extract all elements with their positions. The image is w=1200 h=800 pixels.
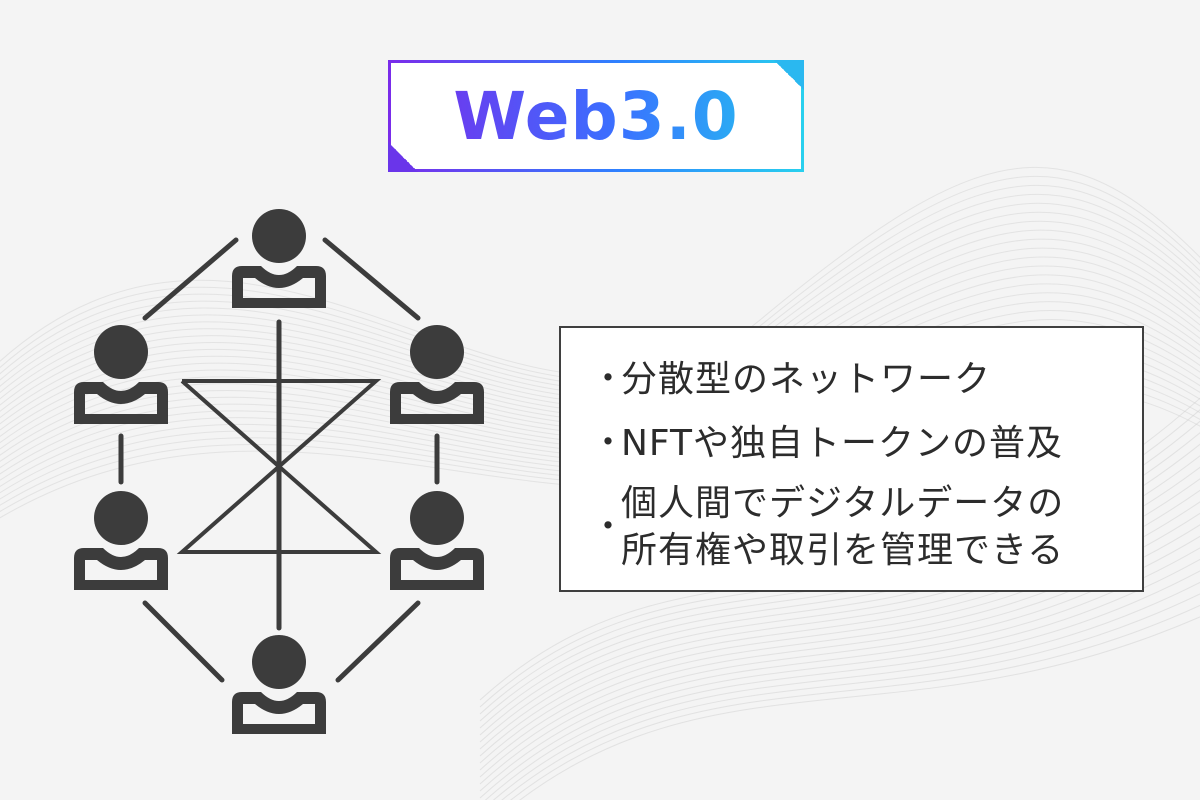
feature-text: 分散型のネットワーク xyxy=(621,359,992,400)
hourglass-shape xyxy=(176,379,382,554)
feature-item: ・ 個人間でデジタルデータの所有権や取引を管理できる xyxy=(591,480,1101,574)
feature-text: 個人間でデジタルデータの所有権や取引を管理できる xyxy=(621,483,1065,571)
background-wave-line xyxy=(519,616,1200,800)
background-wave-line xyxy=(485,570,1200,800)
person-node-upper-left-icon xyxy=(74,325,168,424)
page-title: Web3.0 xyxy=(391,63,801,169)
person-head xyxy=(410,491,464,545)
link-lower-left-bottom xyxy=(142,600,225,683)
network-links xyxy=(118,237,440,683)
background-wave-line xyxy=(510,604,1200,800)
background-wave-line xyxy=(479,547,1200,792)
hourglass-links xyxy=(176,379,382,554)
feature-list-box: ・ 分散型のネットワーク ・ NFTや独自トークンの普及 ・ 個人間でデジタルデ… xyxy=(559,326,1144,592)
person-head xyxy=(94,325,148,379)
feature-item: ・ 分散型のネットワーク xyxy=(591,356,991,403)
link-lower-right-bottom xyxy=(335,600,421,683)
person-body xyxy=(74,382,168,424)
person-body xyxy=(390,382,484,424)
person-body xyxy=(232,266,326,308)
person-body xyxy=(390,548,484,590)
background-wave-line xyxy=(493,581,1200,800)
background-wave-line xyxy=(501,593,1200,800)
bullet-icon: ・ xyxy=(591,359,626,399)
title-box: Web3.0 xyxy=(388,60,804,172)
person-body xyxy=(232,692,326,734)
title-corner-top-right xyxy=(774,60,804,90)
person-node-top-icon xyxy=(232,209,326,308)
person-head xyxy=(252,635,306,689)
background-wave-line xyxy=(479,535,1200,785)
person-nodes xyxy=(74,209,484,734)
person-head xyxy=(94,491,148,545)
title-corner-bottom-left xyxy=(388,142,418,172)
person-head xyxy=(252,209,306,263)
bullet-icon: ・ xyxy=(591,506,626,547)
background-wave-line xyxy=(479,558,1200,799)
person-head xyxy=(410,325,464,379)
feature-item: ・ NFTや独自トークンの普及 xyxy=(591,420,1063,467)
feature-text: NFTや独自トークンの普及 xyxy=(621,423,1063,464)
person-body xyxy=(74,548,168,590)
person-node-bottom-icon xyxy=(232,635,326,734)
link-top-upper-left xyxy=(142,237,239,321)
person-node-lower-right-icon xyxy=(390,491,484,590)
person-node-upper-right-icon xyxy=(390,325,484,424)
person-node-lower-left-icon xyxy=(74,491,168,590)
link-top-upper-right xyxy=(322,237,421,321)
bullet-icon: ・ xyxy=(591,423,626,463)
